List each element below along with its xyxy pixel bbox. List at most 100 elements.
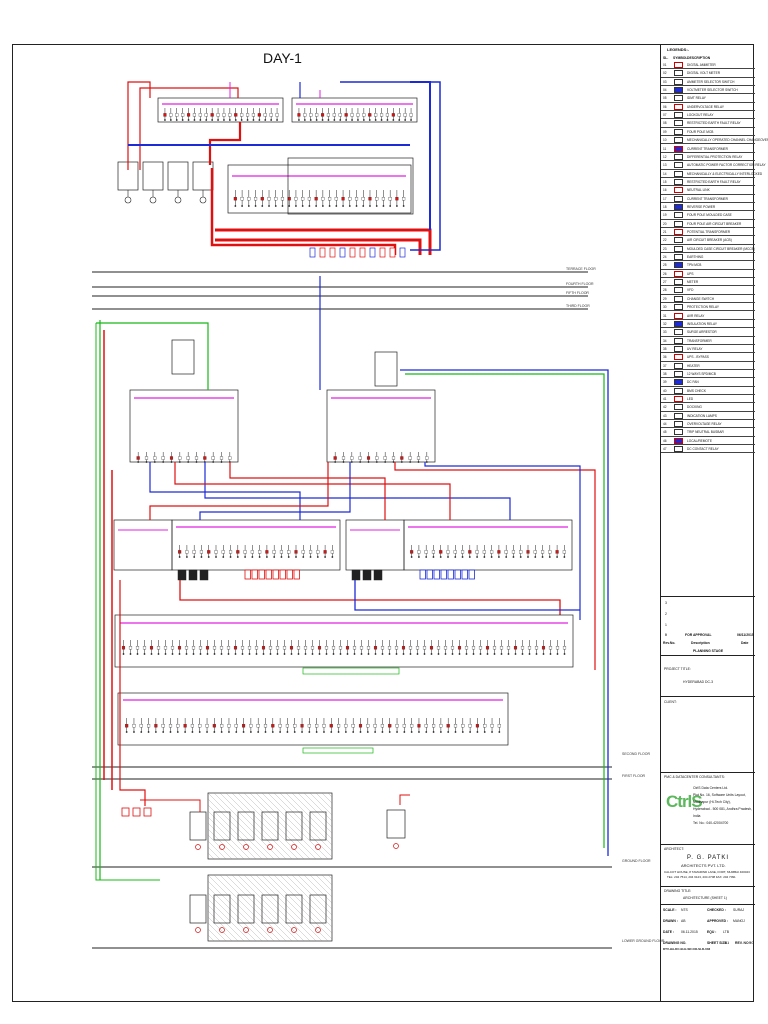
feeder-end-icon — [432, 731, 435, 733]
breaker-icon — [294, 550, 298, 554]
feeder-end-icon — [175, 119, 178, 121]
breaker-icon — [161, 456, 165, 460]
feeder-end-icon — [439, 556, 442, 558]
pdu-outlet-icon — [315, 844, 321, 850]
breaker-icon — [391, 456, 396, 460]
legend-number: 44 — [663, 422, 667, 427]
feeder-end-icon — [563, 653, 566, 655]
breaker-icon — [269, 113, 273, 117]
feeder-end-icon — [246, 119, 249, 121]
breaker-icon — [192, 113, 197, 117]
breaker-icon — [350, 113, 354, 117]
legend-description: SURGE ARRESTOR — [687, 330, 717, 335]
legend-symbol-icon — [674, 370, 683, 377]
breaker-icon — [446, 724, 450, 728]
hatch-line — [207, 892, 257, 942]
battery-icon — [258, 569, 265, 580]
sheet-size-value: A1 — [725, 941, 730, 945]
feeder-end-icon — [374, 119, 377, 121]
floor-label: FIRST FLOOR — [622, 774, 646, 778]
feeder-end-icon — [279, 731, 282, 733]
hatch-line — [321, 874, 333, 886]
consultant-address-line: Plot No. 16, Software Units Layout, — [693, 793, 746, 797]
legend-number: 13 — [663, 163, 667, 168]
revision-status: PLANNING STAGE — [693, 649, 724, 653]
pdu-outlet-icon — [291, 927, 297, 933]
revision-row: 1 — [665, 623, 667, 627]
feeder-end-icon — [251, 556, 254, 558]
breaker-icon — [439, 550, 443, 554]
breaker-icon — [214, 550, 218, 554]
feeder-end-icon — [170, 461, 173, 463]
revision-date: 06/11/2015 — [737, 633, 754, 637]
cable-route — [149, 462, 301, 520]
breaker-icon — [315, 113, 319, 117]
feeder-end-icon — [483, 556, 486, 558]
hatch-line — [213, 874, 281, 942]
feeder-end-icon — [318, 653, 321, 655]
legend-number: 02 — [663, 71, 667, 76]
hatch-line — [285, 874, 333, 922]
hatch-line — [207, 898, 251, 942]
breaker-icon — [417, 724, 421, 728]
breaker-icon — [482, 550, 486, 554]
ups-module-icon — [373, 569, 383, 581]
legend-description: HEATER — [687, 363, 700, 368]
battery-icon — [244, 569, 251, 580]
transformer-box — [142, 161, 164, 191]
breaker-icon — [354, 197, 359, 201]
breaker-icon — [181, 113, 185, 117]
feeder-end-icon — [308, 731, 311, 733]
equ-label: EQU : — [707, 930, 717, 934]
feeder-end-icon — [403, 731, 406, 733]
battery-icon — [279, 569, 286, 580]
breaker-icon — [358, 724, 363, 728]
legend-description: RESTRICTED EARTH FAULT RELAY — [687, 179, 741, 184]
legend-number: 26 — [663, 271, 667, 276]
feeder-end-icon — [157, 653, 160, 655]
breaker-icon — [212, 724, 216, 728]
legend-symbol-icon — [674, 362, 683, 369]
ups-module-icon — [351, 569, 361, 581]
hatch-line — [207, 792, 275, 860]
legend-symbol-icon — [674, 329, 683, 336]
breaker-icon — [236, 550, 240, 554]
legend-description: AIR CIRCUIT BREAKER (ACB) — [687, 238, 732, 243]
feeder-end-icon — [184, 731, 187, 733]
hatch-line — [273, 874, 333, 934]
breaker-icon — [468, 724, 472, 728]
rack-pdu — [213, 811, 231, 841]
breaker-icon — [163, 113, 167, 117]
changeover-panel — [287, 157, 414, 215]
feeder-end-icon — [410, 119, 412, 121]
feeder-end-icon — [178, 653, 181, 655]
breaker-icon — [175, 113, 179, 117]
architect-label: ARCHITECT: — [664, 847, 684, 851]
breaker-icon — [394, 646, 399, 650]
legend-symbol-icon — [674, 112, 683, 119]
transformer-box — [192, 161, 214, 191]
feeder-end-icon — [512, 556, 515, 558]
legend-symbol-icon — [674, 62, 683, 68]
legend-description: BMS CHECK — [687, 388, 706, 393]
breaker-icon — [254, 197, 258, 201]
breaker-icon — [506, 646, 511, 650]
legend-number: 31 — [663, 313, 667, 318]
feeder-end-icon — [461, 556, 464, 558]
breaker-icon — [368, 197, 372, 201]
legend-symbol-icon — [674, 446, 683, 453]
breaker-icon — [272, 550, 276, 554]
feeder-end-icon — [541, 556, 544, 558]
feeder-end-icon — [498, 556, 500, 558]
breaker-icon — [194, 456, 199, 460]
legend-symbol-icon — [674, 254, 683, 261]
